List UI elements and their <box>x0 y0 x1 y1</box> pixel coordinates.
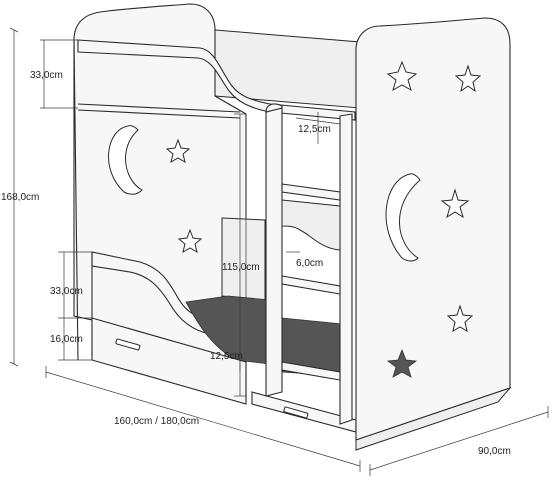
moon-cutout-right <box>385 173 421 262</box>
dim-total-height: 168,0cm <box>1 192 39 203</box>
star-cutout-3 <box>386 60 418 92</box>
moon-cutout-left <box>108 125 143 195</box>
dim-length: 160,0cm / 180,0cm <box>114 416 199 427</box>
dim-drawer-guard-height: 33,0cm <box>50 286 83 297</box>
upper-guard-rail <box>77 39 356 121</box>
star-cutout-6 <box>446 304 474 332</box>
dim-ladder-width: 12,5cm <box>298 124 331 135</box>
star-cutout-4 <box>454 64 482 93</box>
dim-depth: 90,0cm <box>478 446 511 457</box>
star-cutout-5 <box>440 188 470 219</box>
dim-step-depth: 6,0cm <box>296 258 323 269</box>
dim-lower-step: 12,5cm <box>210 351 243 362</box>
dim-top-guard-height: 33,0cm <box>30 70 63 81</box>
dimension-lines <box>9 27 549 476</box>
right-end-panel <box>355 17 512 451</box>
dim-drawer-height: 16,0cm <box>50 334 83 345</box>
star-cutout-7 <box>386 348 418 378</box>
drawer-handle-left <box>115 338 141 351</box>
drawer-handle-right <box>283 406 309 419</box>
star-cutout-2 <box>177 228 203 254</box>
star-cutout-1 <box>165 138 191 164</box>
dim-bed-gap: 115,0cm <box>222 262 260 273</box>
ladder <box>265 103 353 425</box>
drawer <box>91 317 357 433</box>
